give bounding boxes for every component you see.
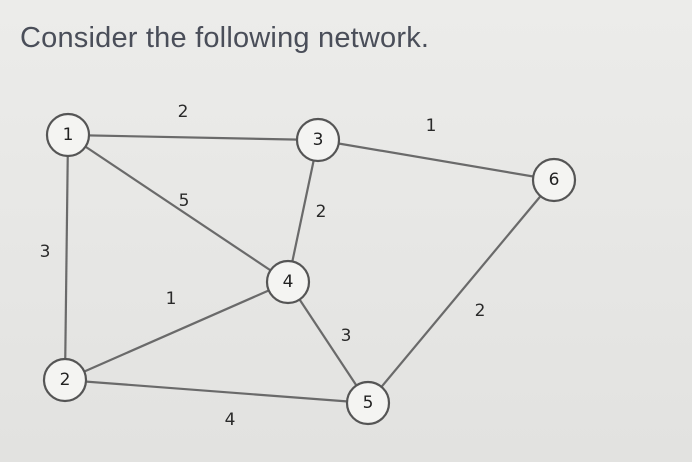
node-label: 1 [63, 125, 74, 145]
node-5: 5 [345, 380, 391, 426]
edges-layer [63, 133, 555, 405]
nodes-layer: 1 2 3 4 5 6 [42, 112, 577, 426]
node-2: 2 [42, 357, 88, 403]
edge-2-4 [64, 280, 289, 382]
node-circle [295, 117, 341, 163]
edge-weight-3-4: 2 [316, 202, 327, 222]
edge-weight-5-6: 2 [475, 301, 486, 321]
node-6: 6 [531, 157, 577, 203]
node-circle [45, 112, 91, 158]
edge-3-6 [317, 138, 555, 182]
edge-weight-1-3: 2 [178, 102, 189, 122]
question-prompt: Consider the following network. [20, 22, 430, 54]
node-circle [345, 380, 391, 426]
edge-1-3 [67, 133, 319, 142]
node-1: 1 [45, 112, 91, 158]
edge-3-4 [286, 139, 320, 283]
node-label: 6 [549, 170, 560, 190]
node-label: 2 [60, 370, 71, 390]
edge-weight-4-5: 3 [341, 326, 352, 346]
edge-weight-2-5: 4 [225, 410, 236, 430]
edge-5-6 [367, 179, 555, 404]
node-circle [531, 157, 577, 203]
node-4: 4 [265, 259, 311, 305]
edge-1-4 [67, 134, 289, 283]
edge-1-2 [63, 134, 70, 381]
node-label: 4 [283, 272, 294, 292]
edge-weight-1-4: 5 [179, 191, 190, 211]
edge-4-5 [287, 281, 369, 404]
node-circle [265, 259, 311, 305]
node-3: 3 [295, 117, 341, 163]
weights-layer: 2 5 3 1 2 1 3 4 2 [40, 102, 486, 430]
node-circle [42, 357, 88, 403]
node-label: 3 [313, 130, 324, 150]
node-label: 5 [363, 393, 374, 413]
edge-2-5 [64, 378, 369, 405]
edge-weight-3-6: 1 [426, 116, 437, 136]
edge-weight-1-2: 3 [40, 242, 51, 262]
edge-weight-2-4: 1 [166, 289, 177, 309]
